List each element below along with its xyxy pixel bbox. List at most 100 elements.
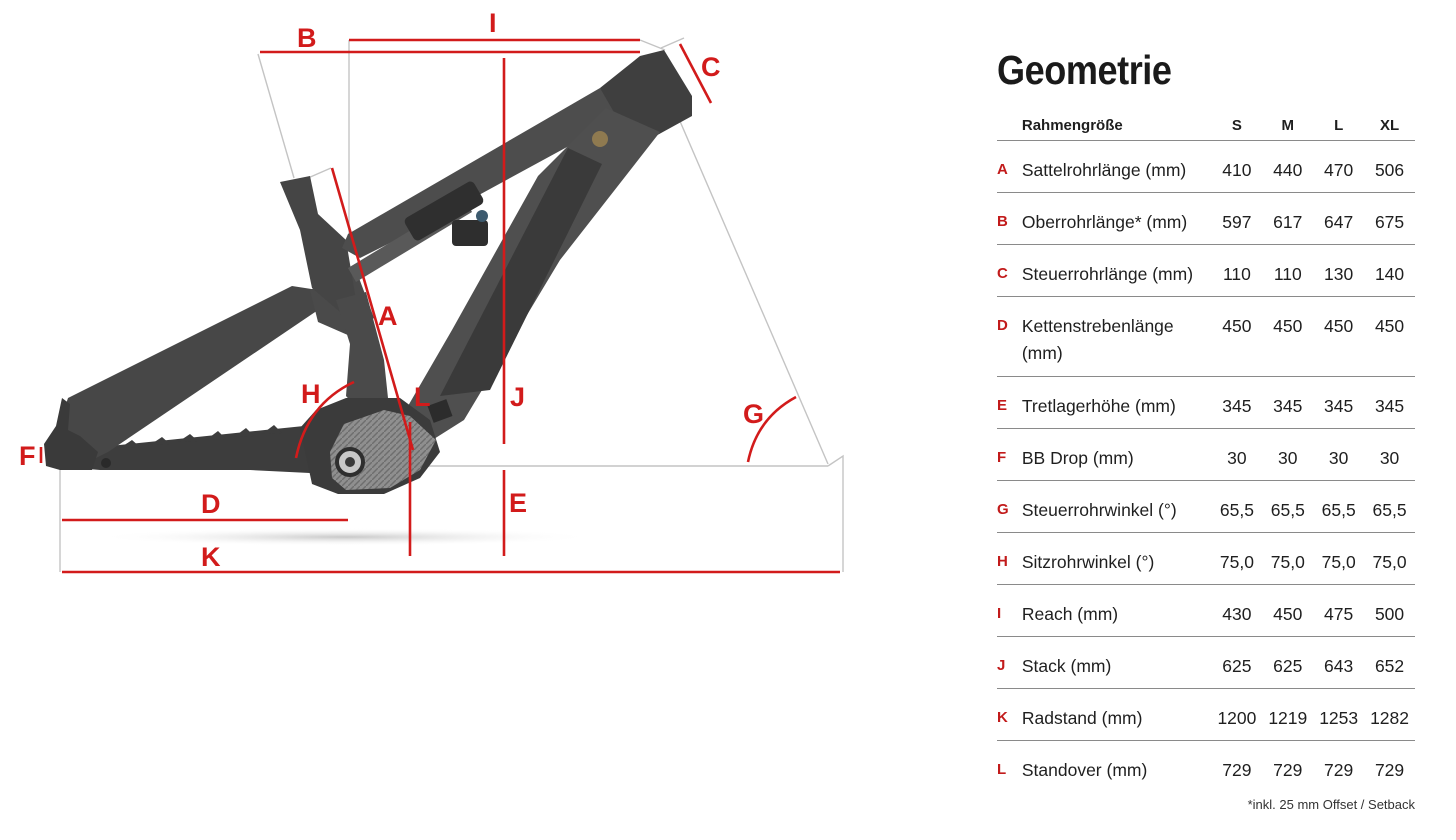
row-value-l: 345 [1324, 396, 1354, 416]
row-value-m: 617 [1273, 212, 1303, 232]
row-value-l: 65,5 [1321, 500, 1356, 520]
row-name: Stack (mm) [1021, 656, 1112, 676]
row-value-s: 30 [1227, 448, 1247, 468]
seat-stay [54, 286, 324, 458]
row-value-l: 475 [1324, 604, 1354, 624]
row-value-s: 75,0 [1219, 552, 1254, 572]
dim-label-J: J [510, 382, 525, 412]
row-name: Steuerrohrwinkel (°) [1021, 500, 1177, 520]
chain-stay [54, 426, 338, 474]
row-value-xl: 675 [1374, 212, 1405, 232]
row-name: Kettenstrebenlänge (mm) [1021, 316, 1174, 363]
header-spacer [997, 110, 1022, 141]
row-value-m: 345 [1273, 396, 1303, 416]
row-letter: A [997, 161, 1008, 178]
row-letter: L [997, 761, 1007, 778]
row-letter: H [997, 553, 1008, 570]
row-value-l: 450 [1324, 316, 1354, 336]
dim-arc-H [294, 380, 355, 459]
row-value-l: 30 [1328, 448, 1349, 468]
row-name: Oberrohrlänge* (mm) [1021, 212, 1188, 232]
row-value-m: 729 [1273, 760, 1303, 780]
row-value-m: 110 [1273, 264, 1302, 284]
row-value-xl: 729 [1374, 760, 1405, 780]
row-value-l: 643 [1324, 656, 1354, 676]
geometry-footnote: *inkl. 25 mm Offset / Setback [1247, 796, 1415, 812]
row-letter: E [997, 397, 1008, 414]
row-letter: F [997, 449, 1007, 466]
row-value-l: 75,0 [1321, 552, 1356, 572]
row-value-l: 729 [1324, 760, 1354, 780]
row-letter: B [997, 213, 1008, 230]
row-value-xl: 75,0 [1372, 552, 1407, 572]
header-size-m: M [1262, 110, 1314, 141]
row-value-m: 450 [1273, 604, 1303, 624]
row-value-m: 75,0 [1270, 552, 1305, 572]
row-value-xl: 652 [1374, 656, 1405, 676]
row-value-m: 440 [1273, 160, 1303, 180]
dim-arc-G [746, 395, 797, 463]
row-value-xl: 500 [1374, 604, 1405, 624]
row-value-xl: 140 [1374, 264, 1405, 284]
row-value-s: 729 [1222, 760, 1252, 780]
row-name: Tretlagerhöhe (mm) [1021, 396, 1176, 416]
geometry-header-row: Rahmengröße S M L XL [997, 110, 1415, 141]
geometry-table: Rahmengröße S M L XL A Sattelrohrlänge (m… [997, 110, 1415, 793]
row-value-xl: 506 [1374, 160, 1405, 180]
row-letter: D [997, 317, 1008, 334]
dim-label-I: I [489, 8, 497, 38]
row-value-l: 130 [1324, 264, 1354, 284]
dim-label-C: C [701, 52, 721, 82]
geometry-title: Geometrie [997, 47, 1172, 93]
row-name: Standover (mm) [1021, 760, 1148, 780]
dim-line-A [330, 167, 415, 451]
row-letter: I [997, 605, 1002, 622]
row-value-xl: 450 [1374, 316, 1405, 336]
row-value-s: 65,5 [1219, 500, 1254, 520]
header-size-l: L [1313, 110, 1365, 141]
row-letter: K [997, 709, 1008, 726]
seat-tube-lower [336, 292, 388, 412]
row-value-l: 647 [1324, 212, 1354, 232]
row-name: BB Drop (mm) [1021, 448, 1134, 468]
dim-label-A: A [378, 301, 398, 331]
header-frame-size: Rahmengröße [1021, 110, 1212, 141]
row-name: Steuerrohrlänge (mm) [1021, 264, 1194, 284]
dim-label-F: F [19, 441, 36, 471]
row-letter: G [997, 501, 1009, 518]
row-name: Sattelrohrlänge (mm) [1021, 160, 1187, 180]
row-value-xl: 30 [1379, 448, 1400, 468]
row-name: Radstand (mm) [1021, 708, 1143, 728]
construction-lines [59, 37, 844, 572]
dim-label-L: L [414, 382, 431, 412]
row-value-s: 410 [1222, 160, 1252, 180]
row-value-s: 597 [1222, 212, 1252, 232]
dim-label-G: G [743, 399, 764, 429]
dim-label-H: H [301, 379, 321, 409]
dim-label-D: D [201, 489, 221, 519]
header-size-xl: XL [1364, 110, 1415, 141]
ground-shadow [95, 528, 595, 546]
dim-label-B: B [297, 23, 317, 53]
bike-frame-geometry-diagram: B I C A H L J G F D E K [19, 8, 844, 574]
row-value-m: 1219 [1268, 708, 1308, 728]
rear-dropout [44, 398, 98, 470]
row-value-xl: 345 [1374, 396, 1405, 416]
dim-label-E: E [509, 488, 527, 518]
dim-line-C [678, 43, 713, 104]
table-row: L Standover (mm) 729 729 729 729 [997, 741, 1415, 793]
table-row: B Oberrohrlänge* (mm) 597 617 647 675 [997, 193, 1415, 245]
row-name: Reach (mm) [1021, 604, 1119, 624]
row-letter: C [997, 265, 1008, 282]
seat-tube-upper [280, 176, 356, 312]
row-value-m: 450 [1273, 316, 1303, 336]
row-value-xl: 65,5 [1372, 500, 1407, 520]
row-value-xl: 1282 [1370, 708, 1410, 728]
